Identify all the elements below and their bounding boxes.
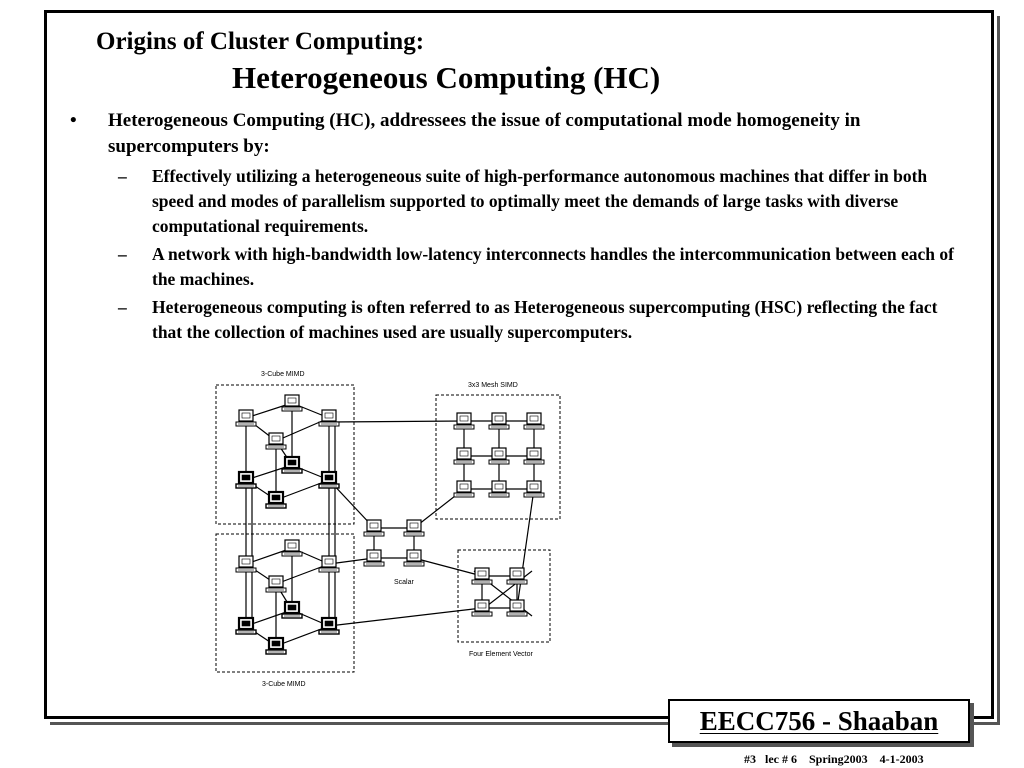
computer-icon: [317, 616, 341, 636]
bullet-marker: •: [70, 110, 77, 131]
cube-top-box: [215, 384, 355, 525]
sub-bullet-text: A network with high-bandwidth low-latenc…: [152, 244, 954, 289]
computer-icon: [453, 480, 475, 498]
sub-bullet-list: – Effectively utilizing a heterogeneous …: [60, 164, 960, 345]
footer-course-box: EECC756 - Shaaban: [668, 699, 970, 743]
computer-icon: [281, 394, 303, 412]
main-bullet-text: Heterogeneous Computing (HC), addressees…: [108, 110, 861, 157]
slide-title-line2: Heterogeneous Computing (HC): [232, 60, 661, 95]
computer-icon: [523, 412, 545, 430]
sub-bullet-text: Heterogeneous computing is often referre…: [152, 297, 938, 342]
computer-icon: [453, 447, 475, 465]
cube-top-label: 3-Cube MIMD: [261, 371, 305, 378]
footer-course-title: EECC756 - Shaaban: [699, 705, 939, 736]
slide-frame: [44, 10, 994, 719]
scalar-label: Scalar: [394, 579, 415, 586]
cube-bottom-box: [215, 533, 355, 673]
sub-bullet-1: – Effectively utilizing a heterogeneous …: [60, 164, 960, 239]
sub-bullet-marker: –: [118, 297, 127, 317]
cube-bottom-label: 3-Cube MIMD: [262, 681, 306, 688]
computer-icon: [488, 412, 510, 430]
computer-icon: [403, 519, 425, 537]
computer-icon: [363, 549, 385, 567]
computer-icon: [234, 470, 258, 490]
slide-frame-shadow: [50, 16, 1000, 725]
mesh-box: [435, 394, 561, 520]
computer-icon: [265, 575, 287, 593]
computer-icon: [280, 455, 304, 475]
sub-bullet-marker: –: [118, 244, 127, 264]
mesh-label: 3x3 Mesh SIMD: [468, 382, 518, 389]
computer-icon: [363, 519, 385, 537]
computer-icon: [235, 409, 257, 427]
vector-box: [457, 549, 551, 643]
sub-bullet-text: Effectively utilizing a heterogeneous su…: [152, 166, 928, 236]
computer-icon: [523, 480, 545, 498]
computer-icon: [523, 447, 545, 465]
cube-bottom-links: [245, 547, 330, 647]
computer-icon: [471, 599, 493, 617]
sub-bullet-marker: –: [118, 166, 127, 186]
computer-icon: [471, 567, 493, 585]
computer-icon: [317, 470, 341, 490]
computer-icon: [280, 600, 304, 620]
computer-icon: [506, 599, 528, 617]
computer-icon: [234, 616, 258, 636]
cube-top-links: [245, 402, 330, 501]
computer-icon: [264, 636, 288, 656]
footer-lecture-info: #3 lec # 6 Spring2003 4-1-2003: [744, 752, 924, 766]
computer-icon: [265, 432, 287, 450]
computer-icon: [318, 555, 340, 573]
heterogeneous-network-diagram: 3-Cube MIMD 3x3 Mesh SIMD Scalar Four El…: [215, 371, 561, 688]
sub-bullet-3: – Heterogeneous computing is often refer…: [60, 295, 960, 345]
computer-icon: [488, 447, 510, 465]
computer-icon: [264, 490, 288, 510]
sub-bullet-2: – A network with high-bandwidth low-late…: [60, 242, 960, 292]
vector-label: Four Element Vector: [469, 651, 533, 658]
mesh-nodes: [453, 412, 545, 498]
slide-content: • Heterogeneous Computing (HC), addresse…: [60, 108, 960, 345]
computer-icon: [488, 480, 510, 498]
slide-title-line1: Origins of Cluster Computing:: [96, 28, 425, 55]
computer-icon: [281, 539, 303, 557]
computer-icon: [235, 555, 257, 573]
main-bullet: • Heterogeneous Computing (HC), addresse…: [60, 108, 960, 160]
computer-icon: [506, 567, 528, 585]
computer-icon: [318, 409, 340, 427]
scalar-nodes: [363, 519, 425, 567]
computer-icon: [453, 412, 475, 430]
computer-icon: [403, 549, 425, 567]
